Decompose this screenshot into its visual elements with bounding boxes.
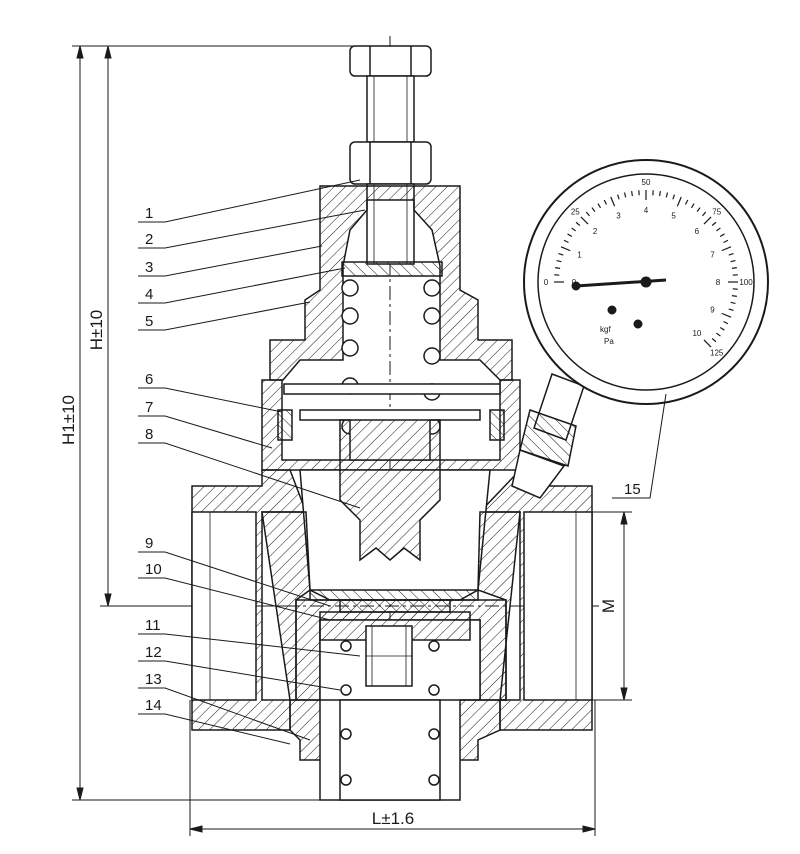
gauge-needle (575, 278, 667, 288)
dim-h1-label: H1±10 (59, 395, 78, 445)
gauge-tick (567, 233, 573, 238)
gauge-tick (703, 216, 712, 225)
gauge-tick (716, 227, 721, 232)
gauge-tick (672, 194, 676, 200)
gauge-tick (723, 239, 729, 244)
dim-m-label: M (599, 599, 618, 613)
gauge-ticks (554, 190, 738, 348)
gauge-tick (571, 227, 576, 232)
gauge-inner-label: 4 (644, 206, 649, 215)
gauge-unit-bottom: Pa (604, 337, 614, 346)
spring-assembly (341, 261, 443, 435)
gauge-outer-label: 75 (712, 207, 721, 216)
gauge-tick (676, 196, 682, 207)
part-label-12: 12 (145, 644, 162, 661)
gauge-unit-top: kgf (600, 325, 611, 334)
gauge-tick (610, 196, 616, 207)
gauge-inner-label: 8 (716, 278, 721, 287)
gauge-tick (659, 191, 661, 197)
gauge-tick (719, 326, 725, 331)
gauge-tick (591, 207, 596, 212)
gauge-tick (580, 216, 589, 225)
gauge-tick (702, 211, 707, 217)
gauge-tick (558, 252, 564, 256)
part-label-3: 3 (145, 259, 153, 276)
leader-lines (138, 179, 667, 745)
part-label-9: 9 (145, 535, 153, 552)
gauge-tick (623, 192, 627, 198)
gauge-inner-label: 7 (710, 250, 715, 259)
gauge-tick (728, 252, 734, 256)
gauge-inner-label: 10 (692, 329, 701, 338)
gauge-connector (511, 373, 585, 499)
part-label-1: 1 (145, 205, 153, 222)
gauge-tick (731, 295, 737, 297)
part-label-8: 8 (145, 426, 153, 443)
part-label-4: 4 (145, 286, 153, 303)
gauge-tick (721, 312, 732, 318)
gauge-outer-label: 50 (642, 178, 651, 187)
part-label-10: 10 (145, 561, 162, 578)
gauge-inner-label: 9 (710, 306, 715, 315)
gauge-tick (696, 207, 701, 212)
gauge-tick (585, 211, 590, 217)
gauge-inner-label: 3 (616, 211, 621, 220)
part-label-11: 11 (145, 617, 161, 634)
gauge-outer-label: 100 (739, 278, 753, 287)
gauge-tick (597, 203, 602, 209)
gauge-tick (728, 308, 734, 312)
gauge-tick (719, 233, 725, 238)
adjusting-screw (349, 45, 432, 265)
gauge-tick (711, 221, 717, 226)
gauge-outer-label: 125 (710, 349, 724, 358)
valve-stem (319, 419, 471, 786)
gauge-tick (731, 267, 737, 269)
gauge-inner-label: 5 (671, 211, 676, 220)
gauge-scale-labels: 0 25 50 75 100 125 0 1 2 3 4 5 6 7 8 9 10 (544, 178, 753, 358)
gauge-tick (665, 192, 669, 198)
gauge-tick (711, 338, 717, 343)
gauge-tick (730, 301, 736, 305)
gauge-tick (563, 239, 569, 244)
gauge-outer-label: 25 (571, 207, 580, 216)
gauge-tick (684, 199, 689, 205)
gauge-inner-label: 0 (572, 278, 577, 287)
dim-l-label: L±1.6 (372, 809, 414, 828)
gauge-tick (703, 339, 712, 348)
gauge-tick (603, 199, 608, 205)
gauge-tick (616, 194, 620, 200)
part-label-14: 14 (145, 697, 162, 714)
gauge-tick (716, 332, 721, 337)
part-label-2: 2 (145, 231, 153, 248)
pressure-gauge (523, 159, 769, 405)
gauge-tick (555, 267, 561, 269)
part-label-5: 5 (145, 313, 153, 330)
gauge-tick (690, 203, 695, 209)
part-label-6: 6 (145, 371, 153, 388)
dim-h-label: H±10 (87, 310, 106, 351)
gauge-tick (560, 246, 571, 252)
gauge-inner-label: 2 (593, 227, 598, 236)
gauge-inner-label: 6 (695, 227, 700, 236)
part-label-13: 13 (145, 671, 162, 688)
bonnet (269, 185, 513, 381)
gauge-inner-label: 1 (577, 250, 582, 259)
part-label-15: 15 (624, 481, 641, 498)
gauge-tick (723, 320, 729, 325)
gauge-tick (730, 259, 736, 263)
gauge-tick (575, 221, 581, 226)
gauge-outer-label: 0 (544, 278, 549, 287)
gauge-tick (721, 246, 732, 252)
gauge-tick (631, 191, 633, 197)
gauge-tick (556, 259, 562, 263)
part-label-7: 7 (145, 399, 153, 416)
dimension-lines (72, 45, 632, 836)
